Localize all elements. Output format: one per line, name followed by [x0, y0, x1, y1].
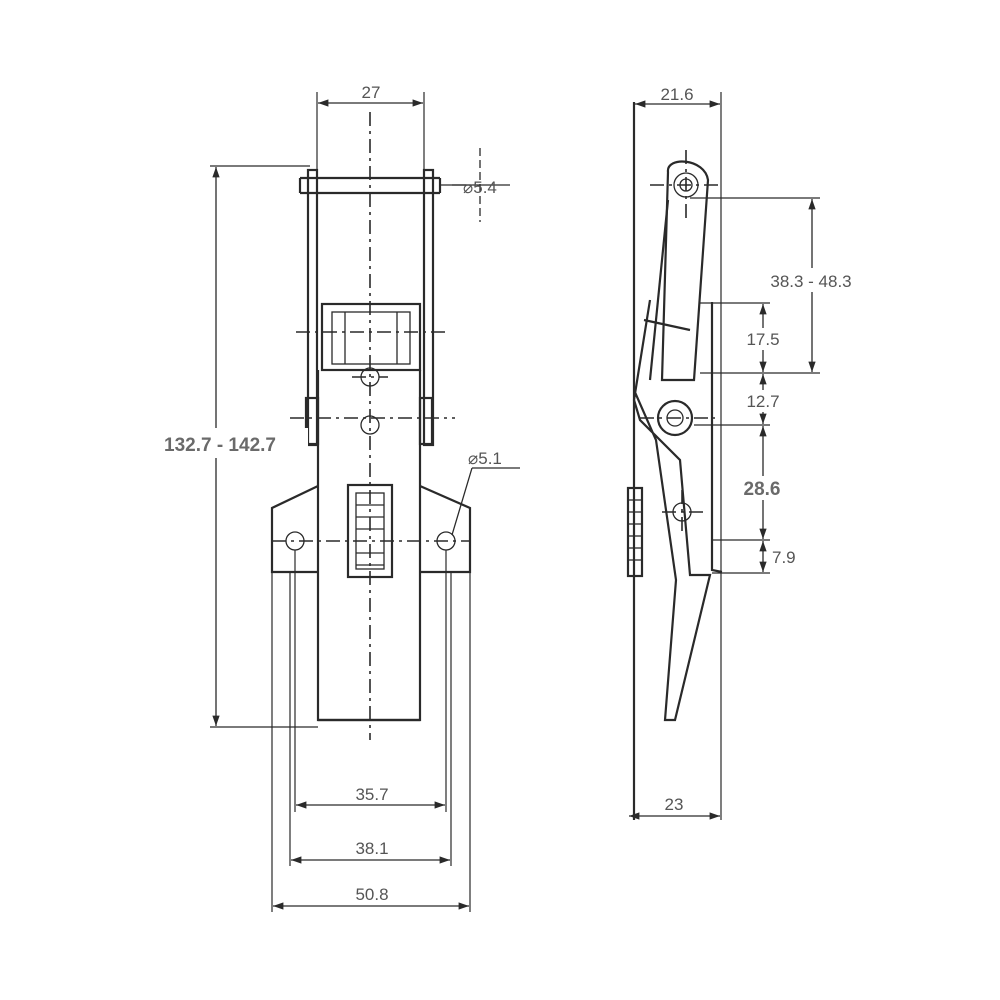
dim-mount-hole-dia: ⌀5.1 — [468, 449, 502, 468]
dim-reach-range: 38.3 - 48.3 — [770, 272, 851, 291]
dim-top-depth: 21.6 — [660, 85, 693, 104]
side-keeper — [626, 486, 644, 578]
front-view: 27 ⌀5.4 132.7 - 142.7 ⌀5.1 35.7 38.1 50.… — [138, 83, 520, 912]
dim-top-width: 27 — [362, 83, 381, 102]
dim-inner-width: 35.7 — [355, 785, 388, 804]
side-view: 21.6 38.3 - 48.3 17.5 12.7 28.6 7.9 23 — [626, 85, 870, 820]
dim-offset-a: 17.5 — [746, 330, 779, 349]
dim-hole-dia: ⌀5.4 — [463, 178, 497, 197]
dim-offset-c: 28.6 — [744, 479, 781, 500]
dim-base-depth: 23 — [665, 795, 684, 814]
dim-hole-spacing: 38.1 — [355, 839, 388, 858]
dim-offset-b: 12.7 — [746, 392, 779, 411]
dim-height-range: 132.7 - 142.7 — [164, 435, 276, 456]
front-hook-loop — [298, 168, 442, 447]
front-keeper — [346, 483, 394, 579]
dim-offset-d: 7.9 — [772, 548, 796, 567]
front-clip-block — [296, 302, 446, 387]
side-hook-arm — [643, 150, 720, 382]
front-body-plate — [290, 370, 455, 722]
side-lever-body — [632, 299, 723, 722]
dim-base-width: 50.8 — [355, 885, 388, 904]
